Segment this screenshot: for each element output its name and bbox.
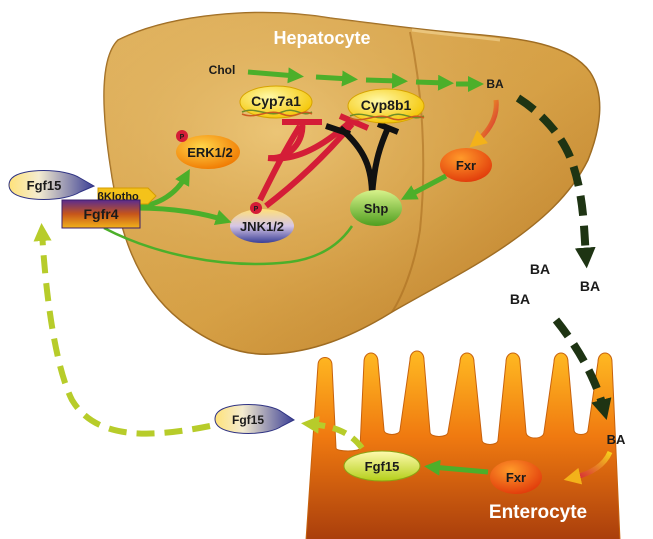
ba-mid-right-label: BA <box>580 278 600 294</box>
fgfr4-signal-arrows <box>103 169 354 266</box>
inhibition-lines <box>257 113 400 209</box>
fgf15-intestine-node: Fgf15 <box>343 450 421 482</box>
jnk-phospho-badge <box>250 202 262 214</box>
cyp7a1-label: Cyp7a1 <box>251 93 301 109</box>
fgf15-secretion-arrow <box>301 415 365 450</box>
fxr-to-fgf15-arrow <box>424 459 489 476</box>
jnk-phospho-label: P <box>254 206 259 213</box>
fgfr4-label: Fgfr4 <box>84 206 119 222</box>
ba-mid-left-label: BA <box>510 291 530 307</box>
ba-to-fxr-intestine-arrow <box>563 450 613 485</box>
ba-to-enterocyte-dashed-arrow <box>552 317 612 421</box>
fgf15-receptor-label: Fgf15 <box>27 178 62 193</box>
fxr-intestine-label: Fxr <box>506 470 526 485</box>
fgf15-bound-shape <box>8 170 96 200</box>
fgf15-secreted-label: Fgf15 <box>232 413 264 427</box>
fgfr4-shape <box>61 199 141 229</box>
enterocyte-title: Enterocyte <box>489 502 587 523</box>
fxr-liver-node: Fxr <box>440 148 492 182</box>
fgf15-intestine-label: Fgf15 <box>365 459 400 474</box>
shp-label: Shp <box>364 201 389 216</box>
fxr-liver-label: Fxr <box>456 158 476 173</box>
cyp8b1-label: Cyp8b1 <box>361 97 412 113</box>
ba-intestine-label: BA <box>607 432 626 447</box>
cyp7a1-node: Cyp7a1 <box>239 85 313 119</box>
ba-liver-to-intestine-dashed-arrow <box>515 94 596 269</box>
hepatocyte-title: Hepatocyte <box>273 28 370 48</box>
erk-label: ERK1/2 <box>187 145 233 160</box>
chol-label: Chol <box>209 63 236 77</box>
fxr-intestine-node: Fxr <box>490 460 542 494</box>
erk-phospho-label: P <box>180 134 185 141</box>
jnk-label: JNK1/2 <box>240 219 284 234</box>
enterocyte-villi-shape <box>305 350 621 539</box>
erk-phospho-badge <box>176 130 188 142</box>
erk-node: ERK1/2 P <box>176 130 240 169</box>
ba-to-fxr-arrow <box>469 99 499 148</box>
fgf15-receptor-complex: βKlotho Fgfr4 Fgf15 <box>8 170 157 229</box>
shp-node: Shp <box>350 190 402 226</box>
ba-liver-label: BA <box>486 77 504 91</box>
cyp8b1-node: Cyp8b1 <box>347 88 425 124</box>
fxr-to-shp-arrow <box>400 173 448 200</box>
ba-mid-top-label: BA <box>530 261 550 277</box>
chol-to-ba-flow-arrow <box>247 67 485 93</box>
fgf15-return-dashed-arrow <box>33 223 211 437</box>
liver-shape <box>103 11 601 355</box>
fgf15-secreted-node: Fgf15 <box>214 404 295 434</box>
jnk-node: JNK1/2 P <box>230 202 294 243</box>
